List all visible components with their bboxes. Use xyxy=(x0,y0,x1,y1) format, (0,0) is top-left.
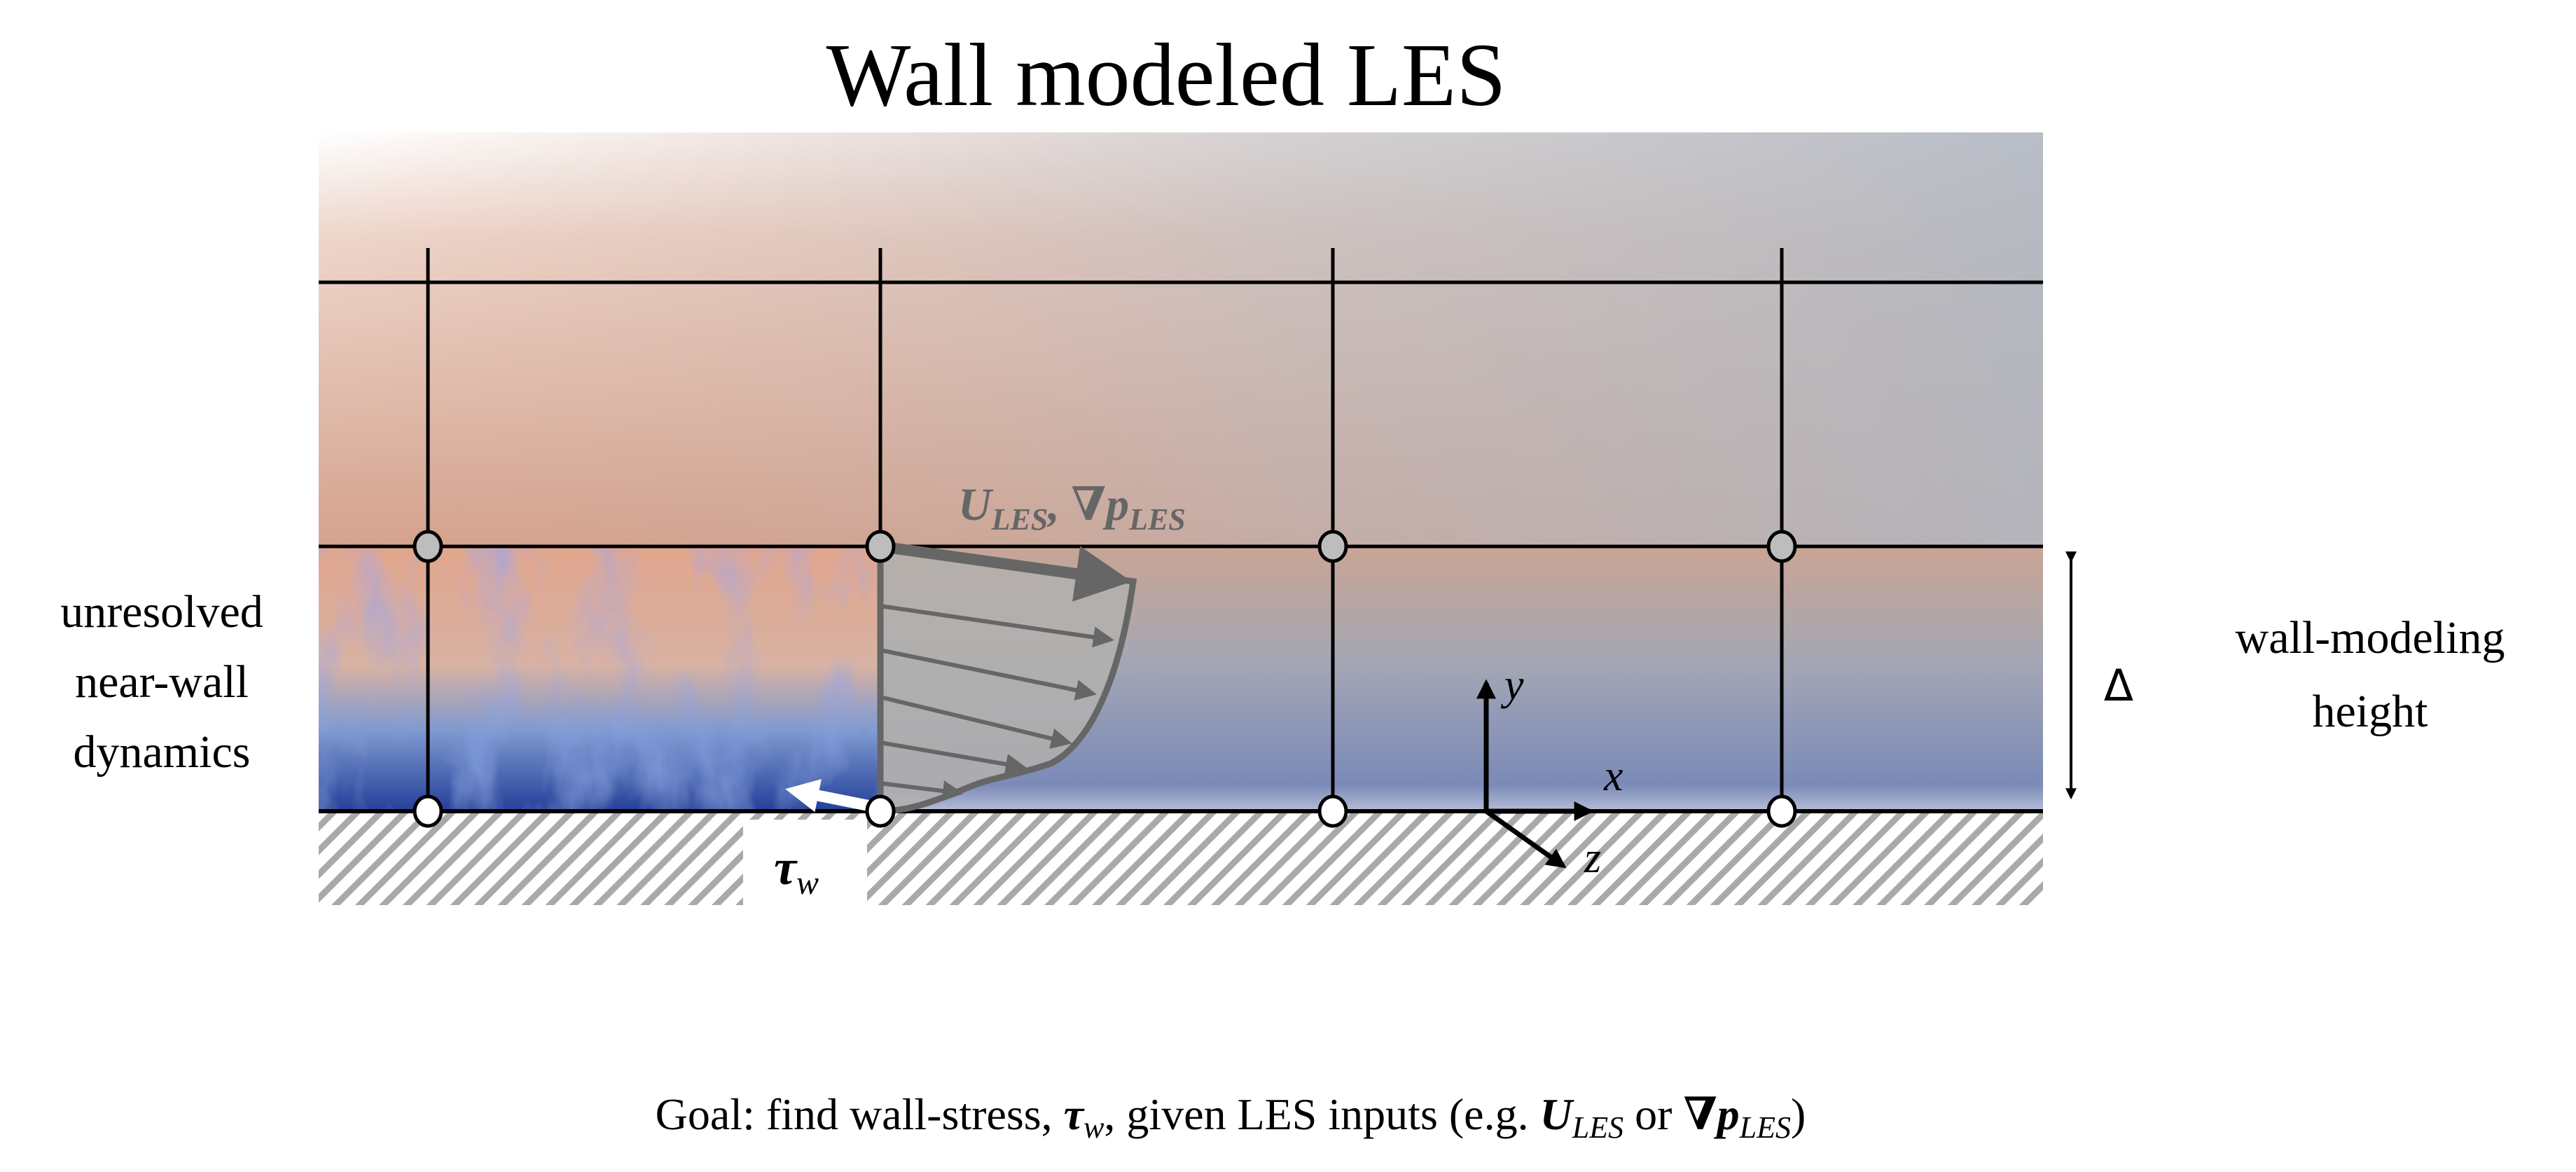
tau-label-box xyxy=(743,820,867,905)
y-axis-label: y xyxy=(1500,661,1524,709)
goal-caption: Goal: find wall-stress, τw, given LES in… xyxy=(656,1089,1806,1145)
svg-text:unresolved: unresolved xyxy=(60,586,263,637)
les-node xyxy=(1317,530,1348,563)
wall-stress-arrow xyxy=(785,779,870,813)
coordinate-axes xyxy=(1476,679,1594,869)
wall-node xyxy=(413,794,443,828)
diagram-title: Wall modeled LES xyxy=(826,25,1507,125)
les-node xyxy=(1766,530,1797,563)
delta-symbol: Δ xyxy=(2104,660,2133,711)
les-node xyxy=(413,530,443,563)
svg-text:near-wall: near-wall xyxy=(75,656,249,708)
wall-node xyxy=(1766,794,1797,828)
les-inputs-label: ULES, ∇pLES xyxy=(958,479,1186,537)
x-axis-label: x xyxy=(1603,752,1623,800)
unresolved-dynamics-label: unresolved near-wall dynamics xyxy=(60,586,263,778)
svg-text:dynamics: dynamics xyxy=(74,726,251,778)
wall-hatch xyxy=(319,811,2043,905)
tau-label: τw xyxy=(774,839,819,902)
svg-text:wall-modeling: wall-modeling xyxy=(2236,612,2505,663)
les-node xyxy=(865,530,896,563)
resolved-turbulence-region xyxy=(319,546,880,811)
wall-modeling-height-label: wall-modeling height xyxy=(2236,612,2505,737)
wall-node xyxy=(1317,794,1348,828)
flow-field xyxy=(319,132,2043,811)
wall-node xyxy=(865,794,896,828)
z-axis-label: z xyxy=(1584,834,1601,882)
les-grid xyxy=(319,248,2043,813)
velocity-profile xyxy=(877,541,1137,815)
svg-text:height: height xyxy=(2313,686,2428,737)
grid-nodes xyxy=(413,530,1797,828)
z-axis-arrow xyxy=(1484,809,1567,869)
